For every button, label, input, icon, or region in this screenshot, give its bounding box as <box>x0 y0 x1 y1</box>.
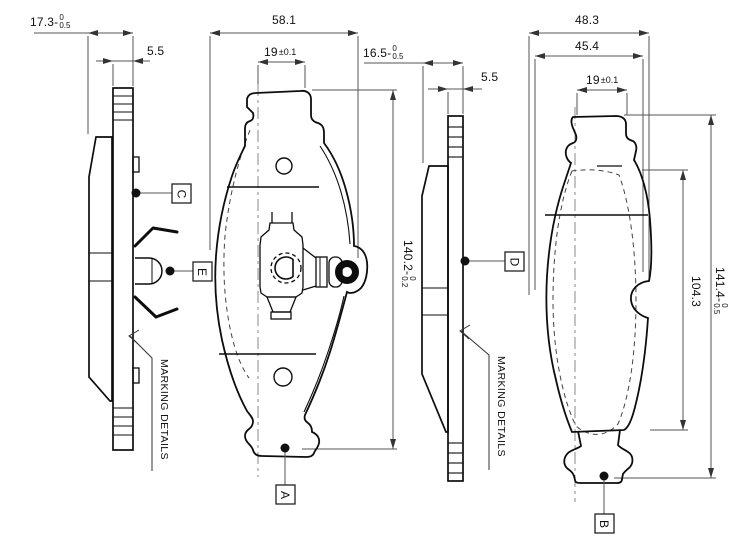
callout-box-a <box>275 484 296 505</box>
pad2-plate-segments <box>448 126 463 474</box>
pad1-hole-lower <box>273 367 293 387</box>
pad1-guide-tab-bottom <box>132 367 140 384</box>
pad1-wear-sensor-assembly <box>259 212 359 320</box>
pad2-backplate-edge <box>447 115 464 482</box>
note-marking-details-left: MARKING DETAILS <box>158 359 170 460</box>
callout-box-e <box>192 261 213 282</box>
dim-pad2-friction-height: 104.3 <box>689 276 703 308</box>
pad2-outline <box>545 115 653 433</box>
pad1-wear-sensor-side <box>135 257 163 285</box>
pad1-hidden-contour <box>223 129 251 379</box>
dim-pad2-plate-thickness: 5.5 <box>481 70 499 84</box>
dim-pad2-width-outer: 48.3 <box>575 13 600 27</box>
pad1-hole-upper <box>275 157 293 175</box>
pad1-outline <box>214 89 369 458</box>
datum-dot-c <box>131 188 141 198</box>
pad2-friction-edge <box>421 165 449 433</box>
dimension-arrowheads <box>88 30 714 478</box>
dim-pad2-lug-width: 19±0.1 <box>586 73 619 87</box>
callout-e: E <box>195 267 210 276</box>
pad2-side-view <box>421 115 464 482</box>
dim-pad1-lug-width: 19±0.1 <box>264 45 297 59</box>
pad2-bottom-lug <box>563 429 634 484</box>
pad1-side-view <box>88 87 179 451</box>
dim-pad1-plate-thickness: 5.5 <box>147 44 165 58</box>
pad1-spring-clip-upper <box>133 226 179 248</box>
callout-box-c <box>171 183 192 204</box>
dim-pad2-width-inner: 45.4 <box>575 39 600 53</box>
note-marking-details-right: MARKING DETAILS <box>495 356 507 457</box>
datum-dot-a <box>280 443 290 453</box>
datum-dot-d <box>460 256 470 266</box>
dim-pad1-width: 58.1 <box>272 13 297 27</box>
callout-c: C <box>174 189 189 198</box>
pad2-front-view <box>545 107 653 502</box>
callout-b: B <box>597 519 612 528</box>
pad1-front-view <box>214 84 369 477</box>
leader-arrowhead <box>128 329 140 345</box>
callout-a: A <box>278 490 293 499</box>
pad1-plate-segments <box>113 95 133 436</box>
callout-dots <box>131 188 609 481</box>
pad1-spring-clip-lower <box>133 295 179 319</box>
dimension-linework <box>34 32 716 479</box>
datum-dot-b <box>599 471 609 481</box>
callout-leaders <box>128 192 605 514</box>
pad2-hidden-contour <box>552 169 637 435</box>
leader-arrowhead <box>459 324 471 340</box>
pad1-friction-edge <box>88 136 113 402</box>
callout-box-d <box>504 251 525 272</box>
pad1-backplate-edge <box>112 87 134 451</box>
callout-box-b <box>594 513 615 534</box>
pad1-sensor-eyelet <box>335 260 359 284</box>
callout-boxes <box>171 183 615 534</box>
datum-dot-e <box>165 266 175 276</box>
pad1-guide-tab-top <box>132 156 140 173</box>
callout-d: D <box>507 257 522 266</box>
leader-marking-right <box>460 330 490 470</box>
